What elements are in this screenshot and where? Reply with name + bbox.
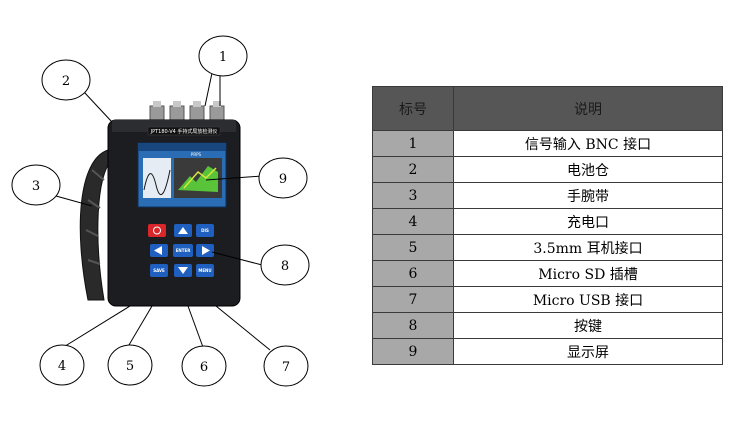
leader-lines	[55, 72, 271, 351]
device-model-label: JPT180-V4 手持式局放检测仪	[150, 128, 218, 135]
row-description: 充电口	[453, 208, 723, 235]
arrow-left-icon	[154, 246, 162, 255]
arrow-down-icon	[178, 267, 188, 274]
callout-circle-3	[11, 164, 61, 206]
row-description: 显示屏	[453, 338, 723, 365]
save-button[interactable]	[150, 264, 168, 277]
row-description: Micro SD 插槽	[453, 260, 723, 287]
callout-label-4: 4	[58, 359, 66, 374]
table-row: 5 3.5mm 耳机接口	[372, 234, 723, 261]
header-number: 标号	[372, 86, 454, 131]
row-number: 5	[372, 234, 454, 261]
callout-circle-7	[263, 345, 309, 387]
callout-label-3: 3	[32, 179, 40, 194]
table-row: 1 信号输入 BNC 接口	[372, 130, 723, 157]
row-description: 电池仓	[453, 156, 723, 183]
row-number: 9	[372, 338, 454, 365]
callout-label-8: 8	[281, 259, 289, 274]
callout-circles	[11, 35, 310, 387]
component-table: 标号 说明 1 信号输入 BNC 接口 2 电池仓 3 手腕带 4 充电口 5 …	[372, 86, 723, 365]
row-number: 4	[372, 208, 454, 235]
row-description: 信号输入 BNC 接口	[453, 130, 723, 157]
table-row: 8 按键	[372, 312, 723, 339]
callout-label-2: 2	[62, 74, 70, 89]
callout-circle-8	[260, 244, 310, 286]
device-diagram: JPT180-V4 手持式局放检测仪 PRPS DIS ENTER SAVE M…	[11, 35, 310, 387]
row-number: 1	[372, 130, 454, 157]
power-button[interactable]	[148, 224, 166, 237]
callout-circle-4	[39, 344, 85, 386]
bnc-connectors	[149, 101, 225, 123]
callout-circle-6	[181, 345, 227, 387]
table-row: 3 手腕带	[372, 182, 723, 209]
callout-label-9: 9	[279, 172, 287, 187]
callout-circle-1	[198, 35, 248, 77]
header-description: 说明	[453, 86, 723, 131]
device-screen: PRPS	[137, 142, 227, 208]
table-row: 9 显示屏	[372, 338, 723, 365]
enter-button[interactable]	[173, 244, 193, 257]
menu-button[interactable]	[196, 264, 214, 277]
callout-label-6: 6	[200, 360, 208, 375]
row-description: 手腕带	[453, 182, 723, 209]
menu-button-label: MENU	[198, 268, 211, 273]
row-description: 3.5mm 耳机接口	[453, 234, 723, 261]
row-description: Micro USB 接口	[453, 286, 723, 313]
keypad: DIS ENTER SAVE MENU	[148, 224, 214, 277]
table-row: 7 Micro USB 接口	[372, 286, 723, 313]
row-number: 2	[372, 156, 454, 183]
arrow-right-icon	[202, 246, 210, 255]
table-row: 6 Micro SD 插槽	[372, 260, 723, 287]
callout-label-1: 1	[219, 50, 227, 65]
dis-button-label: DIS	[201, 228, 209, 233]
device-illustration: JPT180-V4 手持式局放检测仪 PRPS DIS ENTER SAVE M…	[0, 0, 360, 427]
row-number: 3	[372, 182, 454, 209]
row-description: 按键	[453, 312, 723, 339]
dis-button[interactable]	[196, 224, 214, 237]
table-header-row: 标号 说明	[372, 86, 723, 131]
enter-button-label: ENTER	[176, 248, 191, 253]
table-row: 4 充电口	[372, 208, 723, 235]
row-number: 7	[372, 286, 454, 313]
table-row: 2 电池仓	[372, 156, 723, 183]
callout-label-7: 7	[282, 360, 290, 375]
row-number: 6	[372, 260, 454, 287]
callout-label-5: 5	[126, 359, 134, 374]
callout-circle-2	[41, 59, 91, 101]
screen-mode-label: PRPS	[191, 152, 202, 157]
arrow-up-icon	[178, 227, 188, 234]
save-button-label: SAVE	[153, 268, 165, 273]
callout-circle-5	[107, 344, 153, 386]
power-icon	[153, 226, 161, 235]
row-number: 8	[372, 312, 454, 339]
wrist-strap	[79, 149, 113, 301]
callout-circle-9	[258, 157, 308, 199]
